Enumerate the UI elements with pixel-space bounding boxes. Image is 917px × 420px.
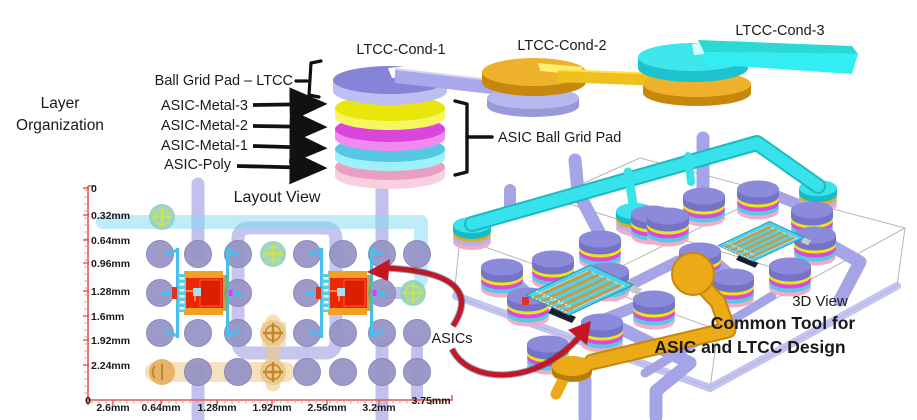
ball-grid-pad: [329, 319, 357, 347]
ball-grid-pad: [184, 319, 212, 347]
x-tick-label: 0.64mm: [141, 402, 180, 414]
ball-grid-pad: [146, 240, 174, 268]
layout-asic: [162, 248, 242, 338]
3d-view-title: 3D View: [792, 293, 848, 310]
ball-grid-pad: [293, 240, 321, 268]
3d-pad-stack: [481, 258, 523, 298]
3d-pad-stack: [683, 187, 725, 227]
asic-ball-grid-pad-label: ASIC Ball Grid Pad: [498, 130, 621, 146]
caption-line-1: Common Tool for: [711, 313, 856, 333]
ball-grid-pad: [329, 240, 357, 268]
x-tick-label: 3.75mm: [411, 395, 450, 407]
layout-asics: [162, 248, 386, 338]
y-tick-label: 0: [91, 183, 97, 195]
3d-pad-stack: [769, 257, 811, 297]
layout-view-title: Layout View: [234, 189, 321, 206]
3d-pad-stack: [737, 180, 779, 220]
layer-label-2: ASIC-Metal-1: [161, 138, 248, 154]
caption-line-2: ASIC and LTCC Design: [654, 337, 845, 357]
y-tick-label: 1.92mm: [91, 335, 130, 347]
x-tick-label: 3.2mm: [362, 402, 395, 414]
y-tick-label: 1.6mm: [91, 311, 124, 323]
y-tick-label: 0.96mm: [91, 258, 130, 270]
layer-pointer-arrow: [236, 150, 328, 185]
x-tick-label: 0: [85, 395, 91, 407]
y-tick-label: 2.24mm: [91, 360, 130, 372]
asics-annotation-arrows: [367, 259, 591, 379]
ltcc-cond-2-label: LTCC-Cond-2: [517, 38, 606, 54]
layer-stack: [333, 66, 447, 189]
layout-axes: 0 0.32mm 0.64mm 0.96mm 1.28mm 1.6mm 1.92mm 2.24…: [83, 183, 453, 414]
x-tick-label: 2.56mm: [307, 402, 346, 414]
x-tick-label: 1.92mm: [252, 402, 291, 414]
ball-grid-pad-ltcc-label: Ball Grid Pad – LTCC: [155, 73, 293, 89]
layer-label-arrows: ASIC-Metal-3ASIC-Metal-2ASIC-Metal-1ASIC…: [161, 87, 328, 185]
layer-pointer-arrow: [252, 130, 328, 165]
ball-grid-pad: [293, 358, 321, 386]
3d-asic-die: [717, 220, 812, 268]
layer-pointer-arrow: [252, 87, 328, 122]
x-tick-label: 2.6mm: [96, 402, 129, 414]
y-tick-label: 1.28mm: [91, 286, 130, 298]
layer-pointer-arrow: [252, 109, 328, 144]
ltcc-cond-1-label: LTCC-Cond-1: [356, 42, 445, 58]
3d-pad-stack: [581, 313, 623, 353]
layer-label-1: ASIC-Metal-2: [161, 118, 248, 134]
figure-labels: Layer Organization LTCC-Cond-1 LTCC-Cond…: [16, 23, 855, 357]
layer-organization-label-1: Layer: [41, 95, 80, 112]
ball-grid-pad: [368, 358, 396, 386]
3d-gold-trace: [550, 252, 737, 400]
3d-pad-stack: [799, 180, 837, 213]
asics-label: ASICs: [431, 331, 472, 347]
3d-pad-stack: [579, 230, 621, 270]
layer-label-0: ASIC-Metal-3: [161, 98, 248, 114]
y-tick-label: 0.64mm: [91, 235, 130, 247]
ball-grid-pad: [329, 358, 357, 386]
layer-organization-label-2: Organization: [16, 117, 104, 134]
ball-grid-pad: [403, 358, 431, 386]
ltcc-cond-3-label: LTCC-Cond-3: [735, 23, 824, 39]
ball-grid-pad: [403, 319, 431, 347]
layer-label-3: ASIC-Poly: [164, 157, 232, 173]
3d-asic-die: [522, 264, 642, 323]
ltcc-conductor-chain: [388, 39, 858, 117]
layout-asic: [306, 248, 386, 338]
3d-asic-dies: [522, 220, 812, 323]
ball-grid-pad: [184, 358, 212, 386]
ball-grid-pad: [403, 240, 431, 268]
y-tick-label: 0.32mm: [91, 210, 130, 222]
3d-cyan-trace: [464, 135, 826, 232]
ball-grid-pad: [184, 240, 212, 268]
3d-pad-stack: [633, 290, 675, 330]
3d-pad-stack: [647, 207, 689, 247]
ball-grid-pad: [224, 358, 252, 386]
x-tick-label: 1.28mm: [197, 402, 236, 414]
